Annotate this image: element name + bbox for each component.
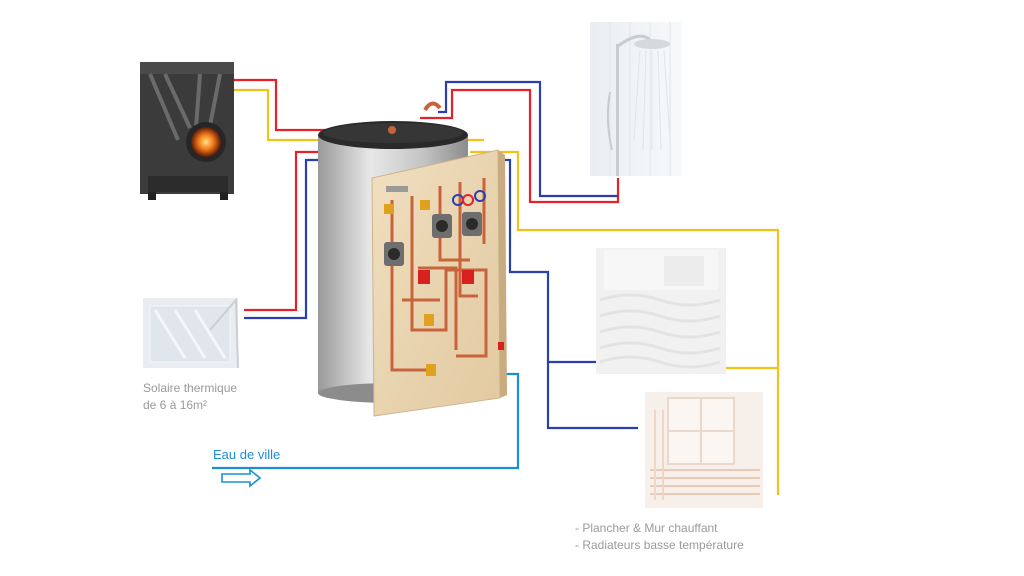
- pipe-shower-cold: [438, 80, 618, 198]
- solar-panel-icon: [143, 297, 239, 369]
- pipe-radiator-return: [546, 362, 638, 430]
- flow-arrow-icon: [221, 468, 262, 488]
- emitters-caption-line1: - Plancher & Mur chauffant: [575, 521, 718, 535]
- emitters-caption: - Plancher & Mur chauffant - Radiateurs …: [575, 520, 744, 554]
- underfloor-heating-icon: [596, 248, 726, 374]
- radiator-icon: [645, 392, 763, 508]
- solar-caption: Solaire thermique de 6 à 16m²: [143, 380, 237, 414]
- wood-stove-icon: [140, 62, 234, 200]
- solar-caption-line2: de 6 à 16m²: [143, 398, 208, 412]
- shower-icon: [590, 22, 682, 176]
- pipe-floor-return: [482, 158, 596, 364]
- pipe-shower-hot: [420, 88, 620, 204]
- emitters-caption-line2: - Radiateurs basse température: [575, 538, 744, 552]
- solar-caption-line1: Solaire thermique: [143, 381, 238, 395]
- pipe-mains: [212, 372, 520, 470]
- pipes: [212, 78, 780, 495]
- hydraulic-panel: [371, 149, 507, 417]
- mains-water-label: Eau de ville: [213, 447, 281, 462]
- pipe-heating-supply: [470, 150, 780, 495]
